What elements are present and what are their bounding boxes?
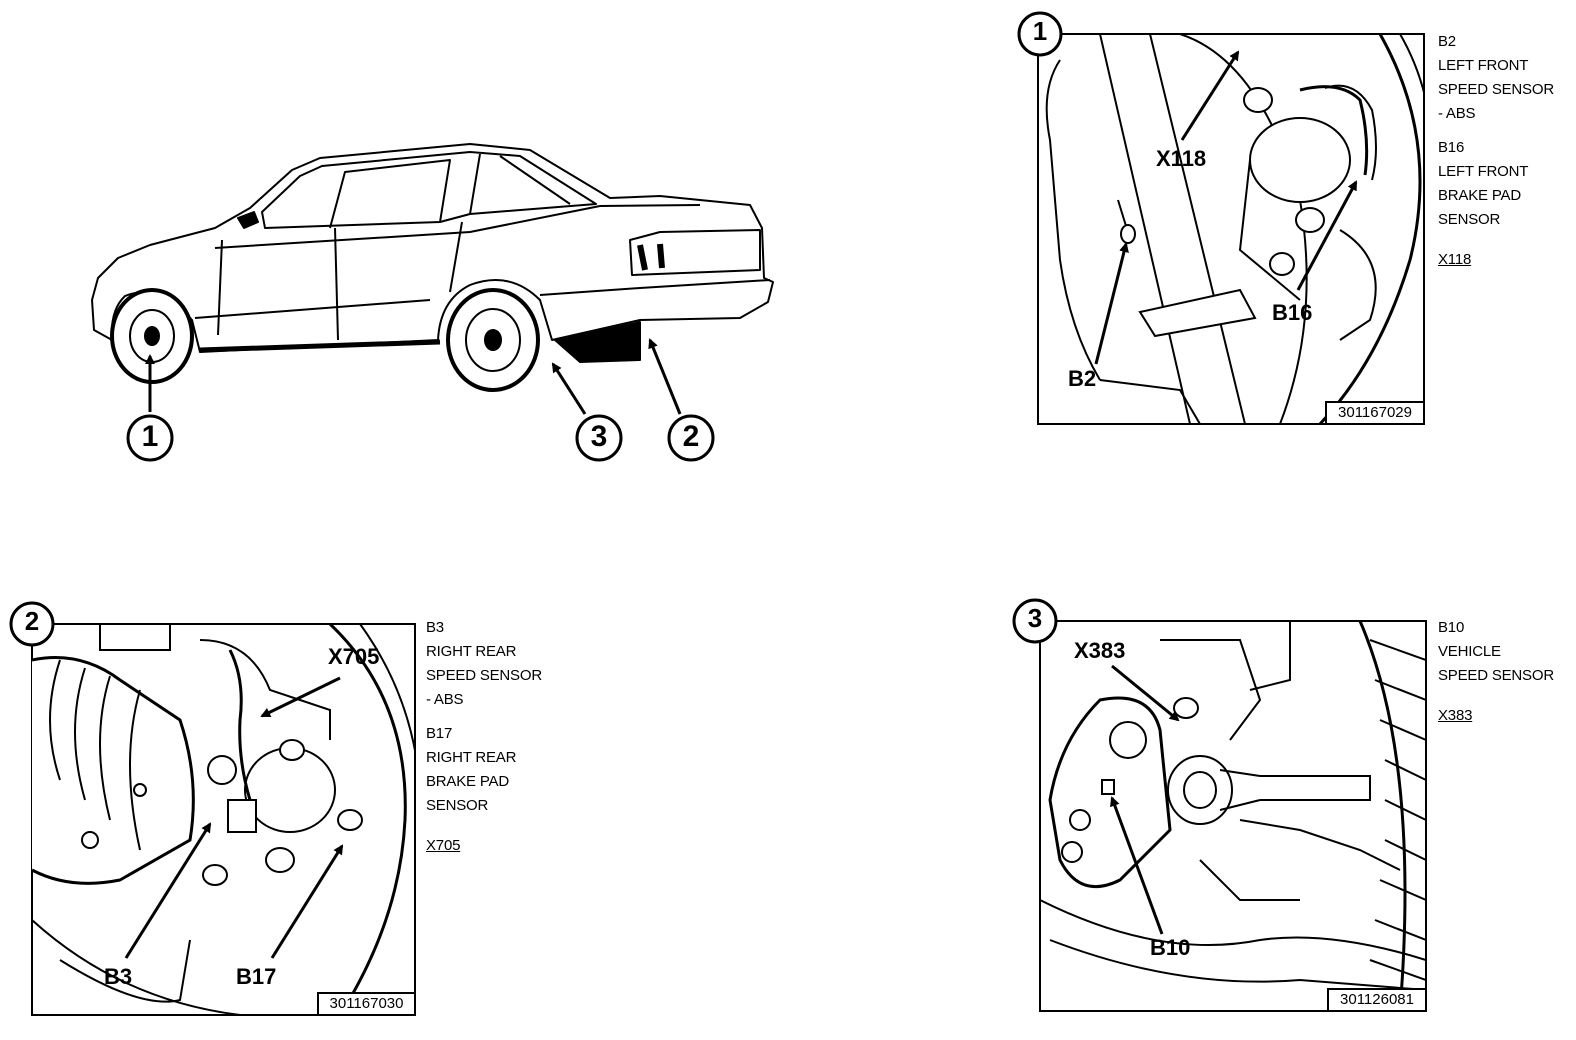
legend-text: BRAKE PAD — [426, 773, 509, 790]
car-callout-2: 2 — [682, 420, 700, 453]
panel-1-label-b16: B16 — [1272, 300, 1313, 325]
legend-connector: X383 — [1438, 707, 1473, 724]
legend-code: B2 — [1438, 33, 1456, 50]
panel-2-label-b3: B3 — [104, 964, 133, 989]
legend-code: B10 — [1438, 619, 1465, 636]
panel-3-artwork — [1012, 598, 1427, 1012]
panel-1-legend: B2 LEFT FRONT SPEED SENSOR - ABS B16 LEF… — [1438, 30, 1554, 272]
panel-2-number: 2 — [24, 606, 40, 636]
car-callout-3: 3 — [590, 420, 608, 453]
legend-text: - ABS — [426, 691, 464, 708]
panel-1-artwork — [1017, 11, 1425, 425]
car-callout-1: 1 — [141, 420, 159, 453]
legend-text: LEFT FRONT — [1438, 163, 1529, 180]
legend-text: LEFT FRONT — [1438, 57, 1529, 74]
panel-2-label-b17: B17 — [236, 964, 277, 989]
legend-text: RIGHT REAR — [426, 643, 517, 660]
legend-text: - ABS — [1438, 105, 1476, 122]
legend-code: B16 — [1438, 139, 1465, 156]
legend-connector: X705 — [426, 837, 461, 854]
panel-1-label-b2: B2 — [1068, 366, 1097, 391]
panel-3-label-x383: X383 — [1074, 638, 1126, 663]
legend-text: RIGHT REAR — [426, 749, 517, 766]
car-callout-arrows — [145, 338, 682, 415]
legend-code: B17 — [426, 725, 453, 742]
panel-2-legend: B3 RIGHT REAR SPEED SENSOR - ABS B17 RIG… — [426, 616, 542, 858]
panel-3-figure-code: 301126081 — [1340, 991, 1414, 1008]
legend-connector: X118 — [1438, 251, 1472, 268]
car-illustration — [91, 143, 774, 392]
panel-3-number: 3 — [1027, 603, 1043, 633]
panel-3-legend: B10 VEHICLE SPEED SENSOR X383 — [1438, 616, 1554, 728]
panel-2-figure-code: 301167030 — [329, 995, 404, 1012]
panel-1-figure-code: 301167029 — [1338, 404, 1412, 421]
panel-1-label-x118: X118 — [1156, 146, 1207, 171]
legend-text: SENSOR — [426, 797, 489, 814]
legend-code: B3 — [426, 619, 444, 636]
panel-2-artwork — [9, 601, 416, 1016]
legend-text: VEHICLE — [1438, 643, 1501, 660]
legend-text: SENSOR — [1438, 211, 1501, 228]
legend-text: SPEED SENSOR — [426, 667, 542, 684]
panel-2-label-x705: X705 — [328, 644, 380, 669]
panel-3-label-b10: B10 — [1150, 935, 1191, 960]
car-callout-circles — [126, 414, 715, 462]
panel-1-number: 1 — [1032, 16, 1048, 46]
legend-text: SPEED SENSOR — [1438, 81, 1554, 98]
legend-text: BRAKE PAD — [1438, 187, 1521, 204]
legend-text: SPEED SENSOR — [1438, 667, 1554, 684]
